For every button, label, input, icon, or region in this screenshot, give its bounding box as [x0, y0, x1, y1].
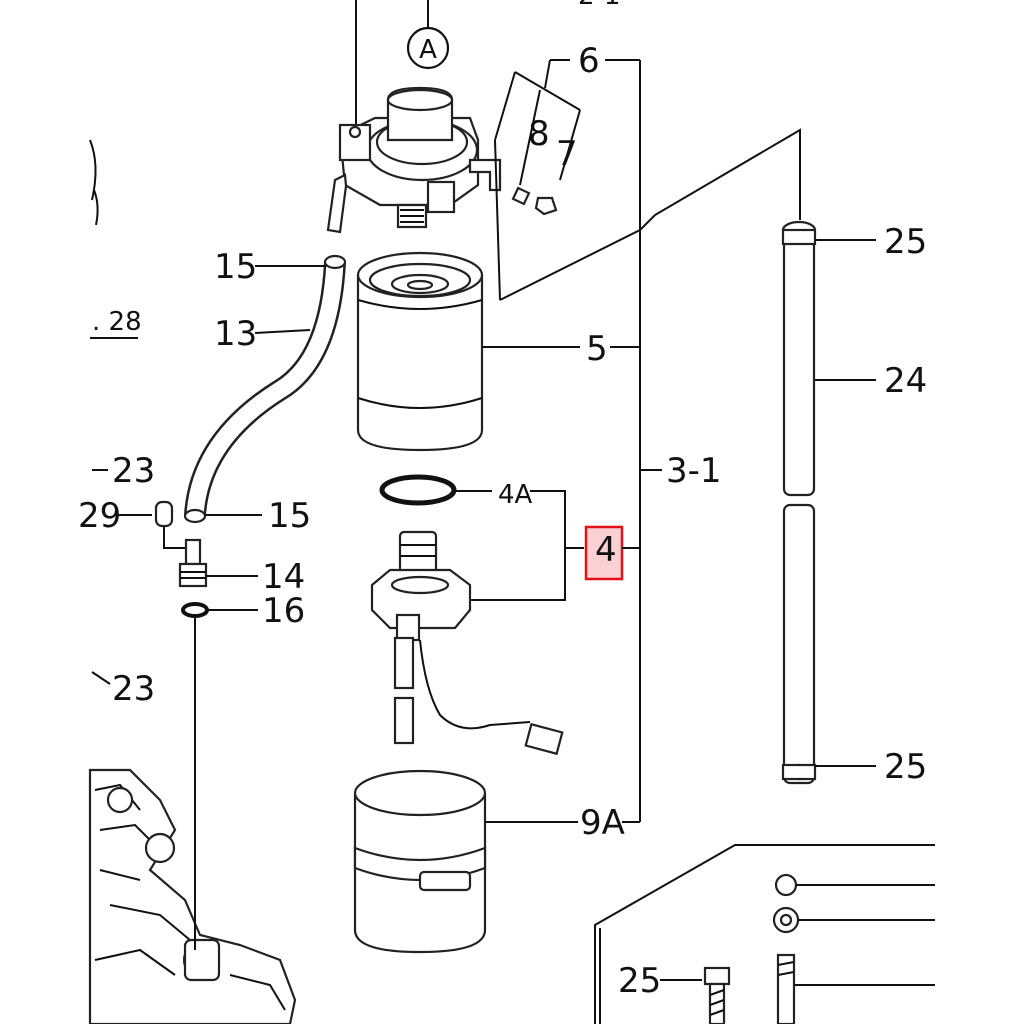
filter-element-5 — [356, 251, 484, 452]
callout-4a: 4A — [498, 480, 533, 510]
filter-bowl-9a — [353, 769, 487, 954]
callout-25-top: 25 — [884, 222, 927, 262]
callout-14: 14 — [262, 557, 305, 597]
callout-8: 8 — [528, 114, 550, 154]
callout-15-bottom: 15 — [268, 496, 311, 536]
callout-13: 13 — [214, 314, 257, 354]
callout-15-top: 15 — [214, 247, 257, 287]
callout-23-a: 23 — [112, 451, 155, 491]
callout-9a: 9A — [580, 803, 625, 843]
engine-block — [88, 139, 297, 1024]
callout-3-1: 3-1 — [666, 451, 722, 491]
callout-6: 6 — [578, 41, 600, 81]
callout-25-bottom: 25 — [618, 961, 661, 1001]
callout-5: 5 — [586, 329, 608, 369]
water-sensor-4 — [370, 530, 564, 756]
o-ring-4a — [379, 474, 457, 506]
callout-29: 29 — [78, 496, 121, 536]
reference-circle-a: A — [406, 26, 450, 70]
tube-24 — [781, 220, 817, 785]
highlight-box-4 — [584, 525, 624, 581]
callout-24: 24 — [884, 361, 927, 401]
inset-box — [594, 844, 935, 1024]
circle-ref-label: A — [419, 35, 437, 65]
callout-23-b: 23 — [112, 669, 155, 709]
callout-25-mid: 25 — [884, 747, 927, 787]
washer-16 — [181, 602, 209, 618]
fitting-14 — [178, 538, 208, 588]
callout-top-partial: 2-1 — [578, 0, 620, 11]
callout-16: 16 — [262, 591, 305, 631]
small-fittings-7-8 — [511, 186, 558, 216]
callout-7: 7 — [556, 134, 578, 174]
filter-head — [326, 86, 502, 234]
part-29 — [154, 500, 174, 528]
callout-28-ref: . 28 — [92, 307, 142, 337]
callout-4: 4 — [595, 530, 617, 570]
hose-13 — [183, 254, 347, 524]
